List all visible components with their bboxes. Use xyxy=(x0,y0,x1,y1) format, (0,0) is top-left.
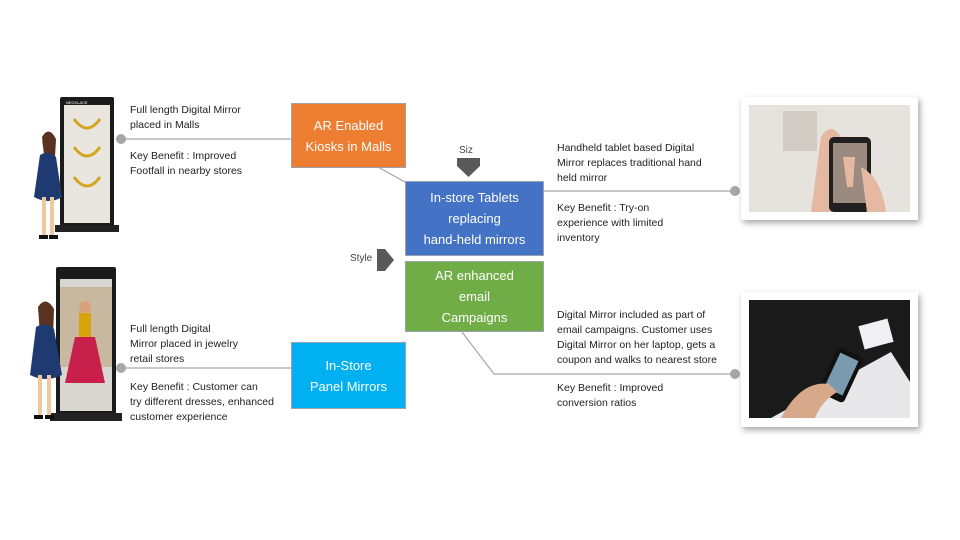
phone-photo xyxy=(749,300,910,418)
panel-desc-line-1: Full length Digital xyxy=(130,323,211,335)
tablets-line-2: replacing xyxy=(448,211,501,226)
panel-description: Full length Digital Mirror placed in jew… xyxy=(130,322,238,367)
email-desc-line-2: email campaigns. Customer uses xyxy=(557,324,713,336)
kiosk-to-tablets-connector xyxy=(377,166,406,183)
ar-kiosks-line-2: Kiosks in Malls xyxy=(305,138,392,154)
tablet-benefit-line-3: inventory xyxy=(557,232,600,244)
kiosk-desc-line-2: placed in Malls xyxy=(130,119,200,131)
kiosk-benefit: Key Benefit : Improved Footfall in nearb… xyxy=(130,149,242,179)
email-desc-line-1: Digital Mirror included as part of xyxy=(557,309,706,321)
tablet-desc-line-3: held mirror xyxy=(557,172,608,184)
tablets-line-3: hand-held mirrors xyxy=(423,232,526,247)
email-desc-line-4: coupon and walks to nearest store xyxy=(557,354,717,366)
tablet-desc-line-1: Handheld tablet based Digital xyxy=(557,142,695,154)
style-arrow-icon xyxy=(377,249,394,271)
tablet-benefit: Key Benefit : Try-on experience with lim… xyxy=(557,201,663,246)
kiosk-mirror-illustration: NECKLACE xyxy=(34,97,119,239)
email-connector xyxy=(461,331,735,375)
email-benefit: Key Benefit : Improved conversion ratios xyxy=(557,381,663,411)
tablet-connector-dot xyxy=(730,186,740,196)
panel-benefit-line-1: Key Benefit : Customer can xyxy=(130,381,258,393)
kiosk-benefit-line-1: Key Benefit : Improved xyxy=(130,150,237,162)
kiosk-description: Full length Digital Mirror placed in Mal… xyxy=(130,103,241,133)
email-desc-line-3: Digital Mirror on her laptop, gets a xyxy=(557,339,716,351)
panel-desc-line-3: retail stores xyxy=(130,353,185,365)
kiosk-desc-line-1: Full length Digital Mirror xyxy=(130,104,241,116)
tablets-line-1: In-store Tablets xyxy=(430,190,519,205)
tablet-description: Handheld tablet based Digital Mirror rep… xyxy=(557,141,702,186)
tablet-photo xyxy=(749,105,910,212)
in-store-tablets-box: In-store Tablets replacing hand-held mirro… xyxy=(405,181,544,256)
style-label: Style xyxy=(350,253,373,264)
email-benefit-line-2: conversion ratios xyxy=(557,397,637,409)
tablet-photo-frame xyxy=(741,97,918,220)
email-line-2: email xyxy=(458,289,491,304)
email-connector-dot xyxy=(730,369,740,379)
phone-photo-frame xyxy=(741,292,918,427)
kiosk-connector-dot xyxy=(116,134,126,144)
kiosk-benefit-line-2: Footfall in nearby stores xyxy=(130,165,243,177)
panel-line-1: In-Store xyxy=(325,357,372,373)
email-line-1: AR enhanced xyxy=(435,268,514,283)
kiosk-brand-text: NECKLACE xyxy=(66,100,88,105)
tablet-benefit-line-2: experience with limited xyxy=(557,217,664,229)
tablet-benefit-line-1: Key Benefit : Try-on xyxy=(557,202,650,214)
size-arrow-icon xyxy=(457,158,480,177)
tablet-desc-line-2: Mirror replaces traditional hand xyxy=(557,157,702,169)
panel-connector-dot xyxy=(116,363,126,373)
panel-mirror-illustration xyxy=(30,267,122,421)
email-line-3: Campaigns xyxy=(441,310,508,325)
email-benefit-line-1: Key Benefit : Improved xyxy=(557,382,664,394)
panel-benefit-line-3: customer experience xyxy=(130,411,228,423)
panel-benefit-line-2: try different dresses, enhanced xyxy=(130,396,274,408)
size-label: Siz xyxy=(459,145,473,156)
email-description: Digital Mirror included as part of email… xyxy=(557,308,717,368)
panel-line-2: Panel Mirrors xyxy=(309,378,388,394)
panel-desc-line-2: Mirror placed in jewelry xyxy=(130,338,238,350)
ar-kiosks-line-1: AR Enabled xyxy=(313,117,384,133)
panel-benefit: Key Benefit : Customer can try different… xyxy=(130,380,274,425)
